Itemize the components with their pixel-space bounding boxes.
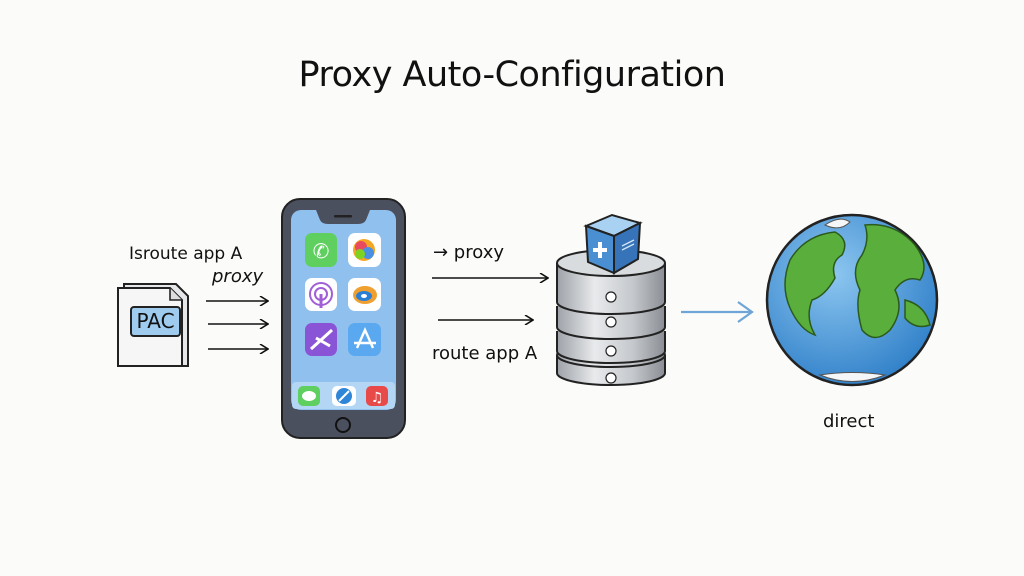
direct-label: direct [823,411,875,432]
route-app-a-middle-label: route app A [432,343,538,364]
pac-document-icon [117,283,189,367]
phone-to-server-arrows [432,278,548,320]
pac-to-phone-arrows [206,301,268,349]
svg-text:♫: ♫ [371,390,384,406]
globe-icon [765,213,939,387]
cube-icon [583,213,643,275]
pac-label: PAC [136,309,175,333]
route-app-a-label: Isroute app A [129,244,243,264]
proxy-route-label: → proxy [433,242,504,263]
svg-text:✆: ✆ [313,239,330,263]
proxy-label: proxy [212,266,264,287]
page-title: Proxy Auto-Configuration [298,55,726,95]
smartphone-icon: ✆ ♫ [281,198,406,439]
